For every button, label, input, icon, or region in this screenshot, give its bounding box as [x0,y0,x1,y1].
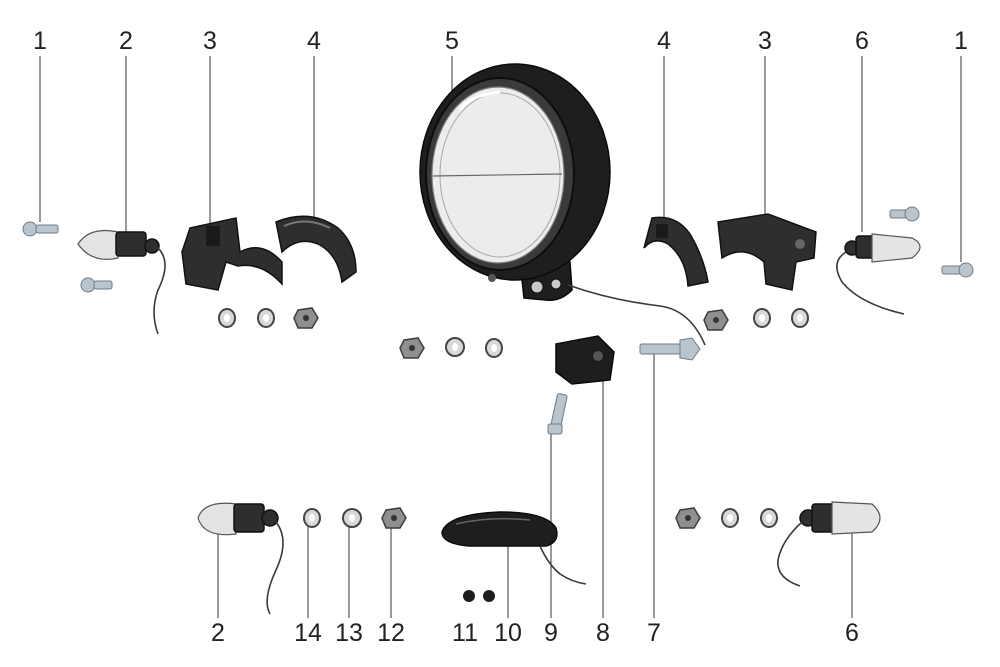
callout-labels: 1 2 3 4 5 4 3 6 1 2 14 13 12 11 10 9 8 7… [33,27,968,647]
clamp-bracket-top-right [717,213,817,291]
indicator-bottom-right [777,501,881,587]
mounting-block [555,335,615,385]
callout-7-bottom: 7 [647,619,661,647]
screw [547,393,568,435]
callout-13-bottom: 13 [335,619,363,647]
callout-3-top-left: 3 [203,27,217,55]
indicator-bottom-left [197,502,284,615]
bolt-top-left-lower [80,277,113,293]
callout-8-bottom: 8 [596,619,610,647]
callout-6-top-right: 6 [855,27,869,55]
callout-9-bottom: 9 [544,619,558,647]
hardware-row-bottom-left [303,507,407,529]
grommets [463,590,495,602]
hardware-row-top-left [218,307,319,329]
long-bolt [639,337,701,361]
callout-2-bottom-left: 2 [211,619,225,647]
callout-11-bottom: 11 [452,619,478,647]
clamp-half-top-left [275,215,357,284]
hardware-row-center [399,337,503,359]
callout-5-top: 5 [445,27,459,55]
leader-lines [39,56,962,618]
bolt-top-left-upper [22,221,59,237]
tail-light [441,511,587,585]
indicator-top-right [836,233,921,315]
callout-1-top-right: 1 [954,27,968,55]
callout-6-bottom-right: 6 [845,619,859,647]
callout-4-top-right: 4 [657,27,671,55]
bolt-top-right-upper [889,206,920,222]
callout-14-bottom: 14 [294,619,322,647]
hardware-row-bottom-right [675,507,778,529]
callout-10-bottom: 10 [494,619,522,647]
callout-4-top-left: 4 [307,27,321,55]
indicator-top-left [77,229,166,335]
callout-12-bottom: 12 [377,619,405,647]
clamp-half-top-right [643,216,709,287]
callout-1-top-left: 1 [33,27,47,55]
headlight-assembly [419,63,706,346]
bolt-top-right-lower [941,262,974,278]
hardware-row-top-right [703,308,809,331]
clamp-bracket-top-left [181,217,283,291]
callout-2-top-left: 2 [119,27,133,55]
callout-3-top-right: 3 [758,27,772,55]
